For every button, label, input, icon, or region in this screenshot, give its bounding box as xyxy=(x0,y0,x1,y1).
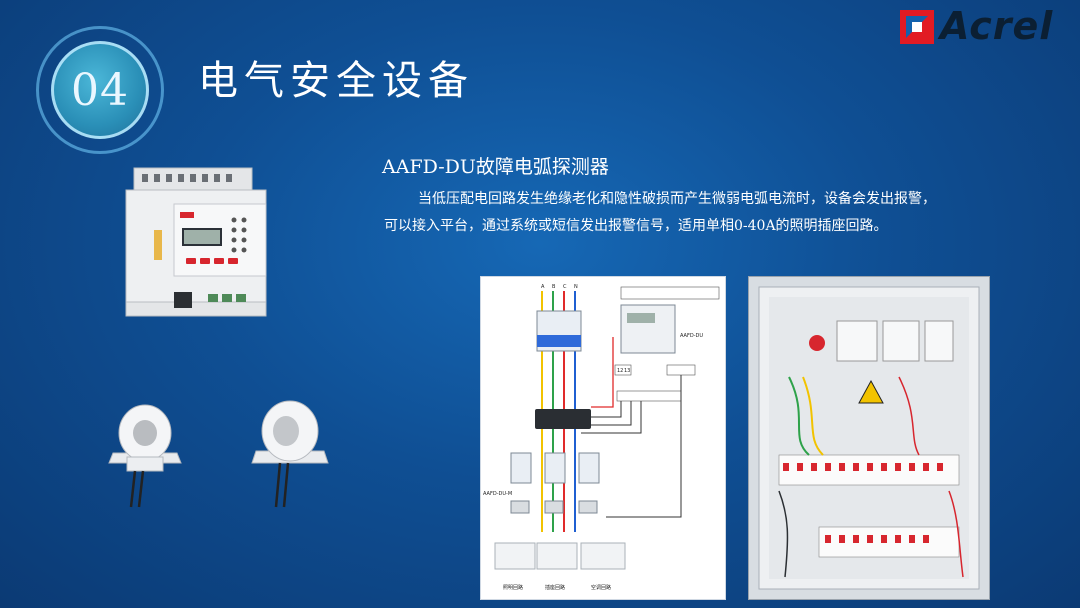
wiring-diagram: A B C N AAFD-DU 12 13 xyxy=(480,276,726,600)
current-sensor-image-1 xyxy=(108,404,182,508)
distribution-cabinet-image xyxy=(748,276,990,600)
product-title: AAFD-DU故障电弧探测器 xyxy=(382,156,609,178)
phase-label: A xyxy=(541,284,545,290)
acrel-logo: Acrel xyxy=(900,4,1070,48)
terminal-label: 13 xyxy=(624,368,630,374)
arc-fault-detector-image xyxy=(125,167,267,317)
page-title: 电气安全设备 xyxy=(198,58,474,104)
cabinet-svg xyxy=(758,286,980,590)
phase-label: N xyxy=(574,284,578,290)
sensor-label: AAFD-DU-M xyxy=(483,491,512,497)
device-label: AAFD-DU xyxy=(680,333,703,339)
circuit-label-socket: 插座回路 xyxy=(545,584,565,591)
product-description: 当低压配电回路发生绝缘老化和隐性破损而产生微弱电弧电流时，设备会发出报警，可以接… xyxy=(384,191,936,234)
acrel-logo-mark-icon xyxy=(900,10,934,44)
section-number: 04 xyxy=(71,64,129,116)
acrel-logo-text: Acrel xyxy=(940,4,1054,48)
section-badge: 04 xyxy=(36,26,164,154)
circuit-label-ac: 空调回路 xyxy=(591,584,611,591)
section-badge-inner: 04 xyxy=(51,41,149,139)
phase-label: C xyxy=(563,284,567,290)
circuit-label-lighting: 照明回路 xyxy=(503,584,523,591)
terminal-label: 12 xyxy=(617,368,623,374)
current-sensor-image-2 xyxy=(251,400,329,508)
wiring-diagram-svg: A B C N AAFD-DU 12 13 xyxy=(483,284,720,591)
phase-label: B xyxy=(552,284,556,290)
